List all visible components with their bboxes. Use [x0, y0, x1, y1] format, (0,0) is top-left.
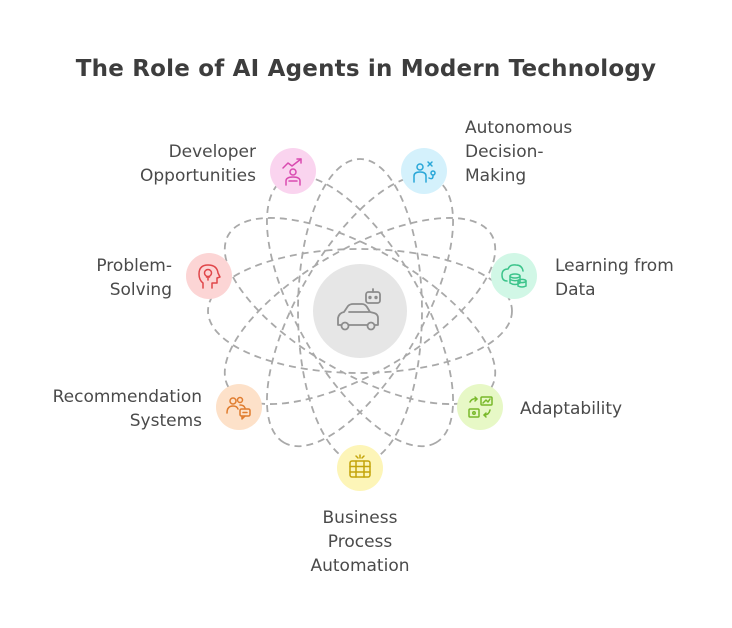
label-developer-opportunities: Developer Opportunities	[140, 142, 256, 186]
node-learning-from-data	[491, 253, 537, 299]
server-stack-icon	[349, 454, 371, 478]
growth-person-icon	[282, 158, 302, 186]
label-problem-solving: Problem- Solving	[96, 256, 172, 300]
label-learning-from-data: Learning from Data	[555, 256, 674, 300]
node-autonomous-decision-making	[401, 148, 447, 194]
node-circle	[491, 253, 537, 299]
head-bulb-icon	[198, 264, 221, 289]
robot-car-icon	[337, 288, 381, 331]
data-coins-icon	[501, 264, 527, 288]
label-recommendation-systems: Recommendation Systems	[52, 387, 202, 431]
node-circle	[216, 384, 262, 430]
node-adaptability	[457, 384, 503, 430]
label-adaptability: Adaptability	[520, 399, 623, 419]
users-chat-icon	[226, 396, 251, 420]
node-circle	[337, 445, 383, 491]
center-hub	[313, 264, 407, 358]
orbit-ellipse	[223, 217, 497, 405]
node-problem-solving	[186, 253, 232, 299]
node-business-process-automation	[337, 445, 383, 491]
label-business-process-automation: Business Process Automation	[310, 508, 410, 576]
adapt-screens-icon	[468, 396, 493, 418]
decision-person-icon	[413, 161, 436, 183]
node-circle	[270, 148, 316, 194]
orbit-ellipse	[207, 248, 513, 374]
node-circle	[401, 148, 447, 194]
node-circle	[457, 384, 503, 430]
node-recommendation-systems	[216, 384, 262, 430]
page-title: The Role of AI Agents in Modern Technolo…	[75, 56, 657, 82]
node-developer-opportunities	[270, 148, 316, 194]
label-autonomous-decision-making: Autonomous Decision- Making	[465, 118, 573, 186]
